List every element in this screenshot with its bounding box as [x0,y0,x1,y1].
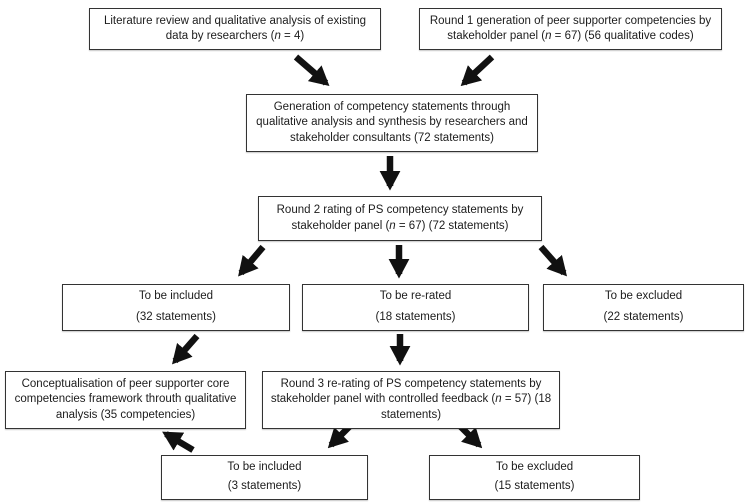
arrow-round1-to-generation [460,54,495,87]
node-label: To be excluded [495,461,574,473]
node-label: To be included [227,461,302,473]
node-round2-included: To be included (32 statements) [62,284,290,331]
node-text: Round 2 rating of PS competency statemen… [276,204,524,232]
node-text: Literature review and qualitative analys… [103,14,367,42]
node-count: (32 statements) [136,310,216,323]
node-conceptualisation: Conceptualisation of peer supporter core… [5,371,246,429]
arrow-litreview-to-generation [293,54,330,86]
arrow-round2-to-excluded [538,244,568,277]
node-round3-included: To be included (3 statements) [161,455,368,500]
node-round3-excluded: To be excluded (15 statements) [429,455,640,500]
node-statement-generation: Generation of competency statements thro… [246,94,538,152]
node-label: To be included [138,290,214,302]
arrow-included-to-conceptualisation [171,333,200,365]
node-text: Round 1 generation of peer supporter com… [429,14,712,42]
node-text: Round 3 re-rating of PS competency state… [270,378,552,421]
node-literature-review: Literature review and qualitative analys… [89,8,381,50]
node-round2-excluded: To be excluded (22 statements) [543,284,744,331]
node-count: (22 statements) [603,310,684,323]
arrow-round2-to-included [238,244,266,277]
node-round3-rerating: Round 3 re-rating of PS competency state… [262,371,560,429]
arrow-included3-to-conceptualisation [162,431,195,453]
node-label: To be re-rated [379,290,452,302]
node-round1-generation: Round 1 generation of peer supporter com… [419,8,722,50]
node-count: (3 statements) [227,479,302,492]
node-label: To be excluded [604,290,683,302]
node-count: (18 statements) [375,310,456,323]
node-count: (15 statements) [494,479,575,492]
node-text: Conceptualisation of peer supporter core… [14,378,237,421]
node-round2-rating: Round 2 rating of PS competency statemen… [258,196,542,241]
node-round2-rerated: To be re-rated (18 statements) [302,284,529,331]
node-text: Generation of competency statements thro… [256,101,528,144]
